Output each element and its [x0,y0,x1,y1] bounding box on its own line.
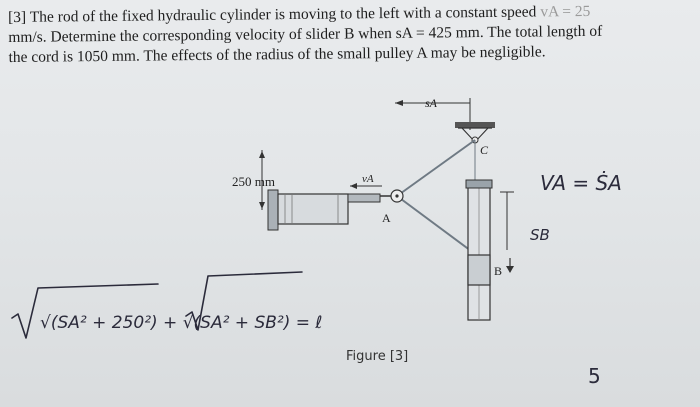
B-arrowhead [506,266,514,273]
dim-250-arrow-top [259,151,265,158]
ceiling-support [455,122,495,128]
slider-B [467,254,491,286]
cylinder-mount [267,189,279,231]
pulley-A-hub [395,194,399,198]
B-label: B [494,264,502,278]
handwritten-cord-equation: √(SA² + 250²) + √(SA² + SB²) = ℓ [40,313,322,333]
figure-caption: Figure [3] [346,349,408,364]
vA-label: vA [362,173,374,185]
slider-guide-cap [465,179,493,189]
piston-rod [347,193,381,203]
handwritten-sB: SB [530,226,550,244]
hydraulic-cylinder [277,193,349,225]
handwritten-score: 5 [588,364,601,388]
vA-arrowhead [350,183,357,189]
C-label: C [480,143,489,157]
sA-arrowhead [395,100,403,106]
dim-250-label: 250 mm [232,174,275,189]
A-label: A [382,211,391,225]
sA-label: sA [425,96,438,110]
sqrt-sign-2 [185,271,303,331]
sqrt-sign-1 [11,283,159,339]
handwritten-velocity-eq: VA = ṠA [540,171,622,195]
cord-A-to-C [396,139,476,197]
dim-250-arrow-bottom [259,202,265,209]
pulley-bracket [460,127,490,143]
